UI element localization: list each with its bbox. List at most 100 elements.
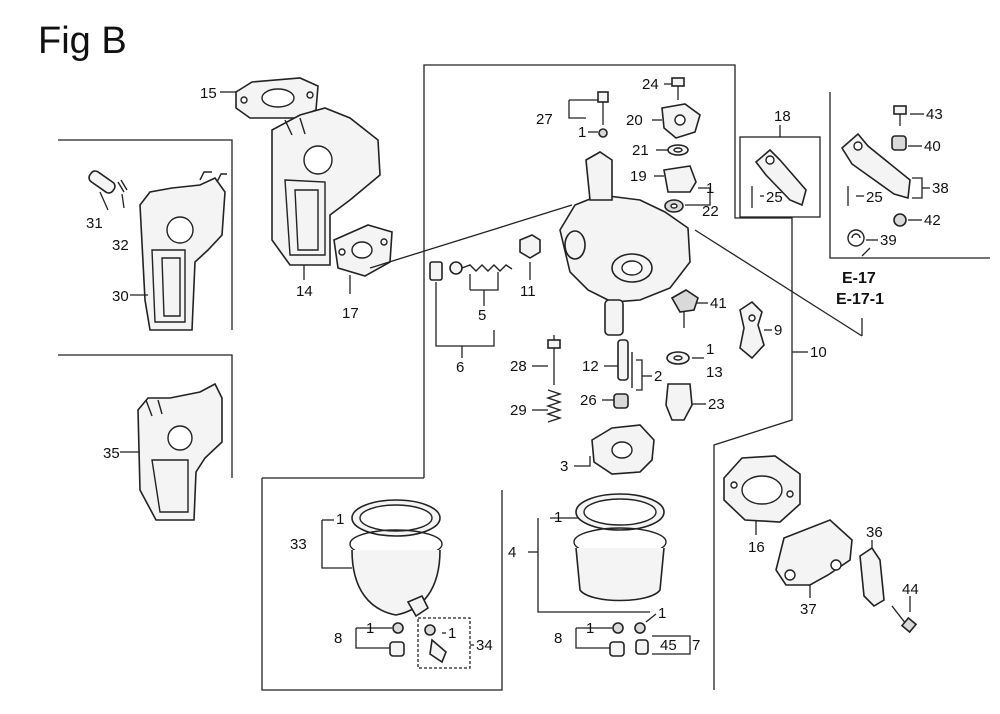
label-36: 36 (866, 524, 883, 541)
part-23-bolt (665, 383, 693, 421)
label-12: 12 (582, 358, 599, 375)
part-28-screw (547, 335, 561, 385)
label-11: 11 (520, 283, 536, 300)
label-7: 7 (692, 637, 700, 654)
label-25a: 25 (766, 189, 783, 206)
part-8a-screw (389, 622, 405, 657)
part-6-pilot-screw (429, 261, 443, 281)
figure-title: Fig B (38, 20, 127, 62)
label-8a-qty: 1 (366, 620, 374, 637)
label-26: 26 (580, 392, 597, 409)
part-8b-screw (609, 622, 625, 657)
label-33-qty: 1 (336, 511, 344, 528)
label-45: 45 (660, 637, 677, 654)
part-32-pin (117, 179, 128, 193)
part-37-bracket (775, 519, 853, 586)
part-41-float-valve (670, 289, 699, 328)
label-9: 9 (774, 322, 782, 339)
label-32: 32 (112, 237, 129, 254)
label-3: 3 (560, 458, 568, 475)
part-38-lever (840, 132, 911, 200)
part-18-lever (754, 148, 807, 207)
label-38: 38 (932, 180, 949, 197)
part-3-float (591, 424, 655, 475)
part-30-plate (139, 171, 227, 331)
part-42-nut (893, 213, 907, 227)
label-41: 41 (710, 295, 727, 312)
part-27-screw (597, 91, 609, 138)
group-frames (58, 64, 990, 691)
label-21: 21 (632, 142, 649, 159)
label-8a: 8 (334, 630, 342, 647)
part-13-washer (666, 351, 690, 365)
part-14-insulator-plate (271, 107, 381, 266)
part-19-solenoid (663, 165, 697, 193)
label-45-qty: 1 (658, 605, 666, 622)
label-22-qty: 1 (706, 180, 714, 197)
part-29-spring (545, 389, 563, 423)
label-20: 20 (626, 112, 643, 129)
label-28: 28 (510, 358, 527, 375)
part-26-jet (613, 393, 629, 409)
label-27-qty: 1 (578, 124, 586, 141)
label-6: 6 (456, 359, 464, 376)
label-40: 40 (924, 138, 941, 155)
reference-e17-1: E-17-1 (836, 291, 884, 308)
label-18: 18 (774, 108, 791, 125)
label-30: 30 (112, 288, 129, 305)
label-19: 19 (630, 168, 647, 185)
part-45-washer (634, 622, 649, 655)
label-24: 24 (642, 76, 659, 93)
part-33-bowl (349, 499, 443, 618)
label-33: 33 (290, 536, 307, 553)
leader-lines (99, 83, 930, 655)
label-5: 5 (478, 307, 486, 324)
label-14: 14 (296, 283, 313, 300)
part-36-stay (859, 546, 885, 608)
label-8b: 8 (554, 630, 562, 647)
label-39: 39 (880, 232, 897, 249)
reference-e17: E-17 (842, 270, 876, 287)
label-29: 29 (510, 402, 527, 419)
label-25b: 25 (866, 189, 883, 206)
label-37: 37 (800, 601, 817, 618)
part-15-gasket (235, 77, 319, 119)
label-4-qty: 1 (554, 509, 562, 526)
part-9-gasket (739, 300, 765, 360)
part-40-collar (891, 135, 907, 151)
part-22-seal (664, 199, 684, 213)
part-31-spring (88, 170, 116, 194)
label-34: 34 (476, 637, 493, 654)
label-15: 15 (200, 85, 217, 102)
part-39-spring (847, 229, 865, 247)
part-number-labels: 15 14 17 31 32 30 35 27 1 24 20 21 19 1 … (86, 76, 949, 654)
part-20-cap (661, 103, 701, 139)
label-22: 22 (702, 203, 719, 220)
label-42: 42 (924, 212, 941, 229)
label-13: 13 (706, 364, 723, 381)
part-21-washer (667, 144, 689, 156)
label-10: 10 (810, 344, 827, 361)
part-34-drain-screw (424, 624, 447, 664)
label-8b-qty: 1 (586, 620, 594, 637)
label-2: 2 (654, 368, 662, 385)
part-43-screw (893, 105, 907, 126)
part-11-jet (519, 234, 541, 259)
part-carburetor-body (559, 151, 863, 337)
label-31: 31 (86, 215, 103, 232)
part-35-plate (137, 382, 223, 521)
part-5-screw-spring (449, 261, 513, 275)
label-43: 43 (926, 106, 943, 123)
label-4: 4 (508, 544, 516, 561)
label-27: 27 (536, 111, 553, 128)
label-13-qty: 1 (706, 341, 714, 358)
part-17-gasket (333, 204, 573, 277)
label-35: 35 (103, 445, 120, 462)
part-44-bolt (891, 605, 918, 634)
label-17: 17 (342, 305, 359, 322)
label-16: 16 (748, 539, 765, 556)
part-12-nozzle (617, 339, 629, 381)
part-16-gasket (723, 455, 801, 523)
